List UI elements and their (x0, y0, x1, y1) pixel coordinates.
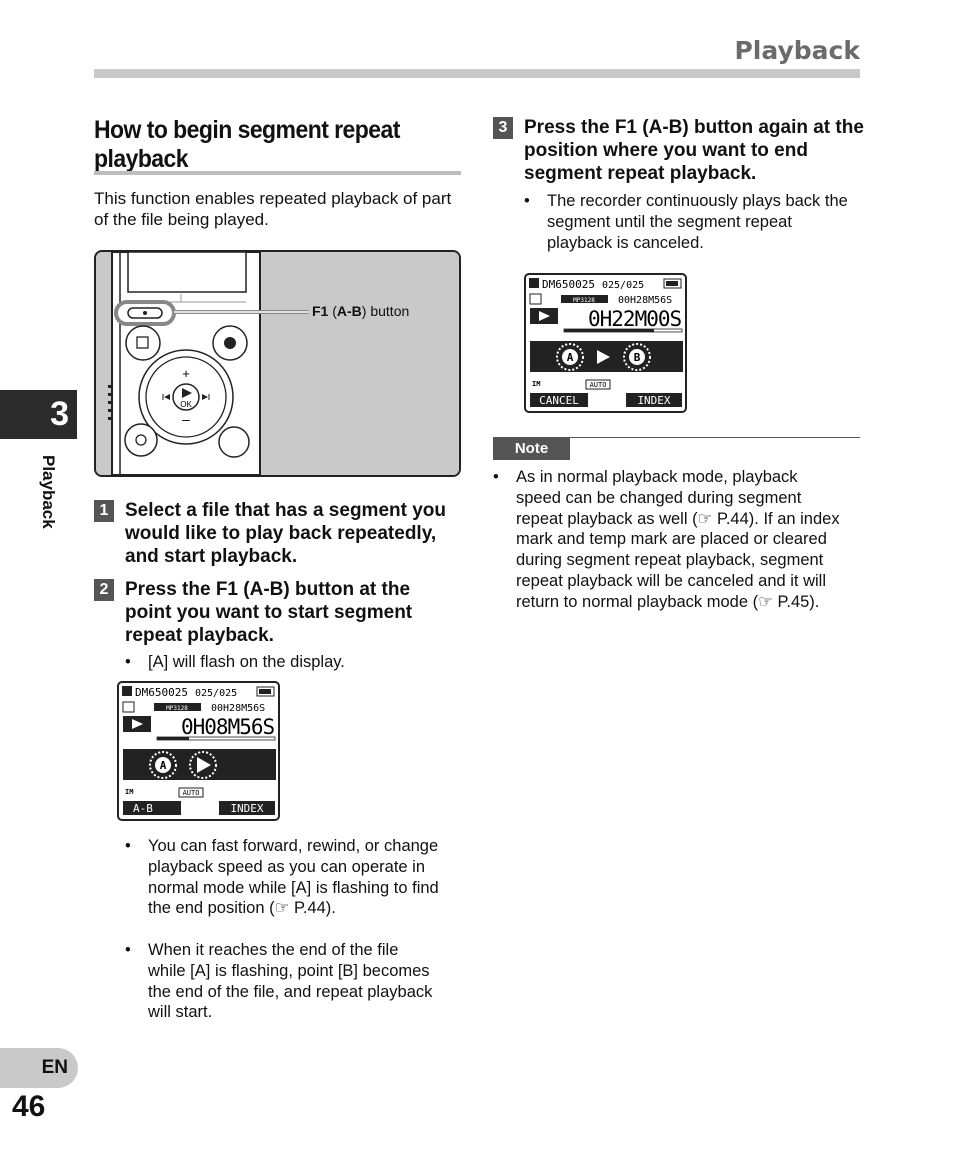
chapter-label-text: Playback (39, 455, 58, 529)
lcd2-mark-a: A (567, 351, 574, 364)
section-rule (94, 171, 461, 175)
recorder-drawing: OK + – (96, 252, 459, 475)
language-tab: EN (0, 1048, 78, 1088)
lcd-display-2: DM650025 025/025 MP3128 00H28M56S 0H22M0… (524, 273, 687, 413)
note-bullet-text: As in normal playback mode, playback spe… (516, 468, 840, 611)
note-bullet: •As in normal playback mode, playback sp… (493, 467, 853, 637)
step-3-bullet: •The recorder continuously plays back th… (524, 191, 860, 255)
lcd2-time: 0H22M00S (588, 307, 682, 331)
step-2-bullet: •[A] will flash on the display. (125, 653, 345, 671)
lcd1-count: 025/025 (195, 688, 237, 699)
callout-paren: ( (328, 303, 337, 319)
lcd2-mark-b: B (634, 351, 641, 364)
header-rule (94, 69, 860, 78)
ok-label: OK (180, 400, 192, 409)
lcd1-progress-fill (157, 737, 189, 740)
step-2-bullet-text: [A] will flash on the display. (148, 653, 345, 671)
lcd1-format: MP3128 (166, 705, 188, 712)
lcd1-time: 0H08M56S (181, 715, 275, 739)
note-label: Note (493, 437, 570, 460)
plus-label: + (182, 366, 190, 381)
lcd2-count: 025/025 (602, 280, 644, 291)
step-1-number: 1 (94, 500, 114, 522)
chapter-number-tab: 3 (0, 390, 77, 439)
lcd1-auto: AUTO (183, 789, 200, 797)
left-bullet-1-text: You can fast forward, rewind, or change … (148, 837, 439, 918)
callout-rest: ) button (361, 303, 410, 319)
step-2-text: Press the F1 (A-B) button at the point y… (125, 579, 413, 646)
lcd1-file: DM650025 (135, 686, 188, 699)
left-bullet-2: •When it reaches the end of the file whi… (125, 940, 440, 1025)
lcd1-mark-a: A (160, 759, 167, 772)
section-intro: This function enables repeated playback … (94, 189, 452, 229)
lcd2-im: IM (532, 380, 540, 388)
lcd2-auto: AUTO (590, 381, 607, 389)
lcd-display-1: DM650025 025/025 MP3128 00H28M56S 0H08M5… (117, 681, 280, 821)
left-bullet-1: •You can fast forward, rewind, or change… (125, 837, 439, 918)
lcd-1-graphics: DM650025 025/025 MP3128 00H28M56S 0H08M5… (122, 686, 276, 815)
step-3-bullet-text: The recorder continuously plays back the… (547, 192, 848, 252)
step-3-number: 3 (493, 117, 513, 139)
minus-label: – (182, 411, 190, 427)
lcd-2-graphics: DM650025 025/025 MP3128 00H28M56S 0H22M0… (529, 278, 683, 407)
lcd1-soft-left: A-B (133, 802, 153, 815)
lcd1-soft-right: INDEX (230, 802, 263, 815)
lcd2-soft-left: CANCEL (539, 394, 579, 407)
section-title: How to begin segment repeat playback (94, 116, 400, 173)
lcd1-im: IM (125, 788, 133, 796)
page-number: 46 (12, 1090, 46, 1123)
chapter-side-label: Playback (28, 455, 68, 575)
step-2-number: 2 (94, 579, 114, 601)
lcd2-file: DM650025 (542, 278, 595, 291)
recorder-illustration: OK + – (94, 250, 461, 477)
left-bullet-2-text: When it reaches the end of the file whil… (148, 941, 433, 1022)
step-3-text: Press the F1 (A-B) button again at the p… (524, 117, 864, 184)
note-rule (493, 437, 860, 438)
lcd2-progress-fill (564, 329, 654, 332)
callout-key: A-B (336, 303, 362, 319)
page-header-title: Playback (734, 36, 860, 65)
lcd1-length: 00H28M56S (211, 703, 265, 714)
f1-button-callout: F1 (A-B) button (312, 303, 409, 319)
lcd2-format: MP3128 (573, 297, 595, 304)
step-1-text: Select a file that has a segment you wou… (125, 500, 446, 567)
callout-f1: F1 (312, 303, 329, 319)
lcd2-length: 00H28M56S (618, 295, 672, 306)
lcd2-soft-right: INDEX (637, 394, 670, 407)
